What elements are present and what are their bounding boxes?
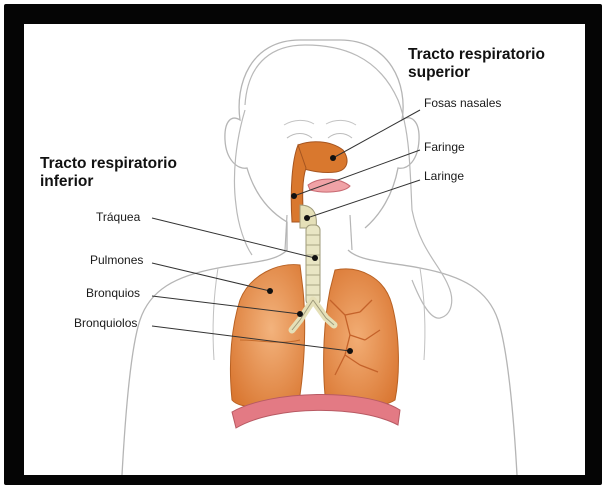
chest-line-left: [213, 268, 218, 360]
label-fosas-nasales: Fosas nasales: [424, 96, 501, 110]
left-lung: [230, 265, 304, 407]
chest-line-right: [420, 268, 425, 360]
label-traquea: Tráquea: [96, 210, 140, 224]
label-bronquios: Bronquios: [86, 286, 140, 300]
dot-fosas-nasales: [330, 155, 336, 161]
dot-bronquios: [297, 311, 303, 317]
heading-lower-line2: inferior: [40, 173, 93, 190]
hair-outline-left: [234, 110, 252, 255]
eye-left: [287, 134, 312, 139]
leader-pulmones: [152, 263, 270, 291]
eye-right: [328, 134, 352, 139]
right-lung: [324, 269, 399, 406]
mouth-tongue: [308, 179, 350, 192]
body-outline-right: [300, 40, 419, 228]
leader-traquea: [152, 218, 315, 258]
dot-pulmones: [267, 288, 273, 294]
label-bronquiolos: Bronquiolos: [74, 316, 137, 330]
brow-right: [326, 120, 356, 125]
dot-traquea: [312, 255, 318, 261]
heading-upper-line2: superior: [408, 64, 470, 81]
neck-outline-right: [350, 215, 352, 250]
label-laringe: Laringe: [424, 169, 464, 183]
dot-laringe: [304, 215, 310, 221]
dot-bronquiolos: [347, 348, 353, 354]
brow-left: [284, 120, 314, 125]
heading-upper-line1: Tracto respiratorio: [408, 46, 545, 63]
label-faringe: Faringe: [424, 140, 465, 154]
heading-lower-line1: Tracto respiratorio: [40, 155, 177, 172]
label-pulmones: Pulmones: [90, 253, 143, 267]
dot-faringe: [291, 193, 297, 199]
